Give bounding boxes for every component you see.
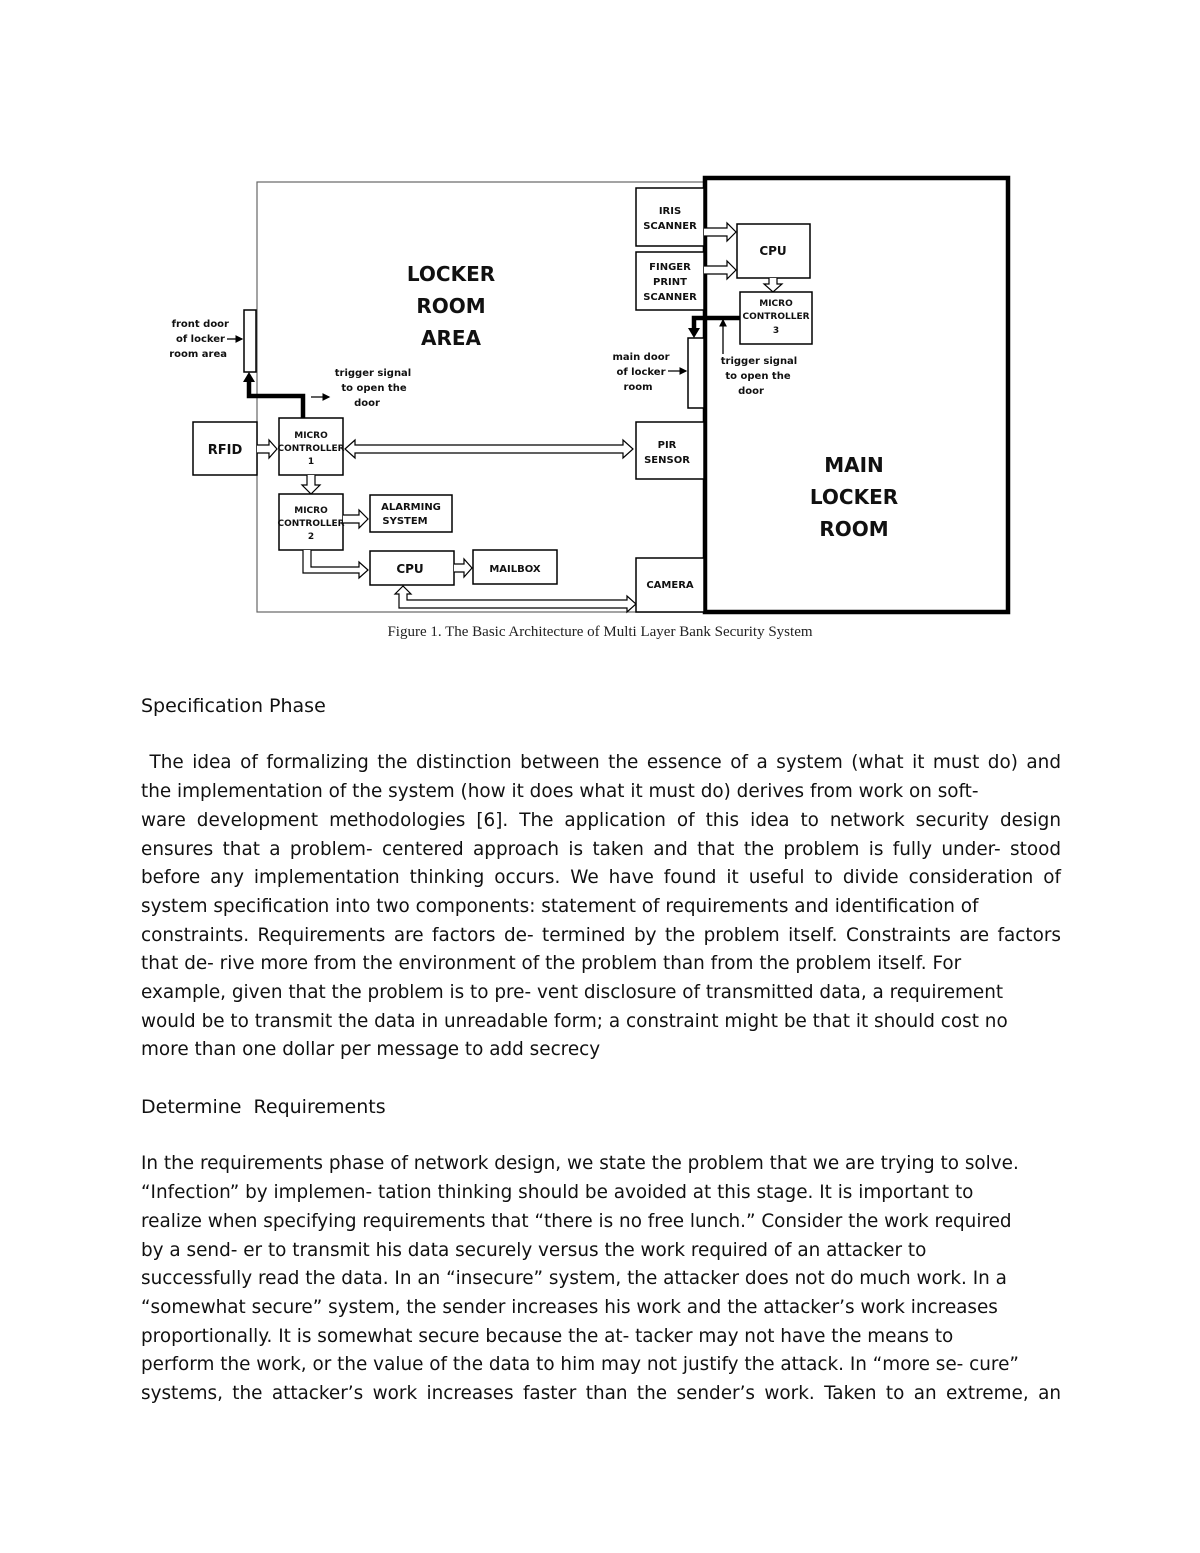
locker-room-area-title-3: AREA bbox=[421, 326, 482, 350]
paragraph-line: before any implementation thinking occur… bbox=[141, 867, 1061, 889]
trigger-signal-left-2: to open the bbox=[341, 383, 406, 394]
mc1-label-2: CONTROLLER bbox=[277, 444, 344, 454]
trigger-signal-right-3: door bbox=[738, 386, 764, 397]
paragraph-line: example, given that the problem is to pr… bbox=[141, 982, 1004, 1004]
pir-label-2: SENSOR bbox=[644, 455, 690, 466]
trigger-signal-right-1: trigger signal bbox=[721, 356, 797, 367]
rfid-to-mc1-arrow bbox=[257, 438, 278, 460]
camera-label: CAMERA bbox=[646, 580, 694, 591]
fingerprint-scanner-box bbox=[635, 251, 705, 311]
mc1-pir-double-arrow bbox=[344, 438, 634, 460]
paragraph-line: would be to transmit the data in unreada… bbox=[141, 1010, 1008, 1032]
mc3-label-3: 3 bbox=[773, 326, 779, 336]
main-locker-room-title-2: LOCKER bbox=[810, 485, 898, 509]
cpu-to-mailbox-arrow bbox=[454, 557, 473, 579]
mc1-to-front-door-line bbox=[246, 380, 306, 418]
microcontroller-2-box bbox=[278, 493, 344, 551]
architecture-figure: LOCKER ROOM AREA MAIN LOCKER ROOM front … bbox=[141, 168, 1059, 660]
mc1-label-3: 1 bbox=[308, 457, 314, 467]
paragraph-line: ensures that a problem- centered approac… bbox=[141, 838, 1061, 860]
paragraph-line: perform the work, or the value of the da… bbox=[141, 1354, 1019, 1376]
cpu-to-mc3-arrow bbox=[762, 278, 784, 293]
paragraph-line: The idea of formalizing the distinction … bbox=[141, 752, 1062, 774]
alarming-system-box bbox=[369, 494, 453, 533]
paragraph-line: proportionally. It is somewhat secure be… bbox=[141, 1325, 954, 1347]
specification-phase-section: Specification Phase The idea of formaliz… bbox=[141, 692, 1061, 1065]
paragraph-line: constraints. Requirements are factors de… bbox=[141, 924, 1061, 946]
trigger-signal-left-3: door bbox=[354, 398, 380, 409]
paragraph-line: system specification into two components… bbox=[141, 895, 979, 917]
paragraph-line: ware development methodologies [6]. The … bbox=[141, 809, 1061, 831]
paragraph-line: “Infection” by implemen- tation thinking… bbox=[141, 1182, 974, 1204]
pir-sensor-box bbox=[635, 421, 705, 480]
paragraph-line: that de- rive more from the environment … bbox=[141, 953, 962, 975]
section-heading: Specification Phase bbox=[141, 695, 326, 717]
main-locker-room-title-1: MAIN bbox=[824, 453, 884, 477]
finger-label-1: FINGER bbox=[649, 262, 691, 273]
mc2-label-2: CONTROLLER bbox=[277, 519, 344, 529]
main-door-label-1: main door bbox=[612, 352, 669, 363]
main-door-label-2: of locker bbox=[616, 367, 665, 378]
paragraph-line: realize when specifying requirements tha… bbox=[141, 1210, 1012, 1232]
alarming-label-1: ALARMING bbox=[381, 502, 441, 513]
mc3-label-1: MICRO bbox=[759, 299, 793, 309]
mc1-label-1: MICRO bbox=[294, 431, 328, 441]
cpu-top-label: CPU bbox=[759, 244, 786, 258]
finger-to-cpu-arrow bbox=[704, 259, 737, 281]
rfid-box bbox=[192, 421, 258, 476]
cpu-bottom-label: CPU bbox=[396, 562, 423, 576]
paragraph-line: In the requirements phase of network des… bbox=[141, 1153, 1019, 1175]
main-locker-room-boundary bbox=[702, 175, 1011, 615]
paragraph-line: systems, the attacker’s work increases f… bbox=[141, 1383, 1061, 1405]
camera-box bbox=[635, 557, 705, 613]
figure-caption: Figure 1. The Basic Architecture of Mult… bbox=[387, 624, 813, 640]
cpu-top-box bbox=[736, 223, 811, 279]
iris-to-cpu-arrow bbox=[704, 221, 737, 243]
mc3-label-2: CONTROLLER bbox=[742, 312, 809, 322]
microcontroller-1-box bbox=[278, 417, 344, 476]
front-door-arrowhead bbox=[243, 372, 255, 382]
iris-scanner-box bbox=[635, 187, 705, 247]
trigger-signal-right-2: to open the bbox=[725, 371, 790, 382]
iris-label-2: SCANNER bbox=[643, 221, 697, 232]
mc2-to-cpu-arrow bbox=[302, 550, 369, 580]
determine-requirements-section: Determine Requirements In the requiremen… bbox=[141, 1093, 1061, 1409]
mailbox-box bbox=[472, 549, 558, 585]
cpu-bottom-box bbox=[369, 550, 455, 586]
mc3-to-main-door-line bbox=[691, 315, 740, 330]
rfid-label: RFID bbox=[208, 443, 243, 458]
finger-label-3: SCANNER bbox=[643, 292, 697, 303]
paragraph-line: more than one dollar per message to add … bbox=[141, 1039, 601, 1061]
finger-label-2: PRINT bbox=[653, 277, 687, 288]
paragraph-line: “somewhat secure” system, the sender inc… bbox=[141, 1296, 998, 1318]
iris-label-1: IRIS bbox=[659, 206, 681, 217]
section-heading: Determine Requirements bbox=[141, 1096, 386, 1118]
pir-label-1: PIR bbox=[658, 440, 677, 451]
locker-room-area-title-1: LOCKER bbox=[407, 262, 495, 286]
paragraph-line: the implementation of the system (how it… bbox=[141, 781, 979, 803]
front-door-label-1: front door bbox=[172, 319, 229, 330]
mailbox-label: MAILBOX bbox=[489, 564, 541, 575]
alarming-label-2: SYSTEM bbox=[382, 516, 427, 527]
mc1-to-mc2-arrow bbox=[300, 475, 322, 495]
paragraph-line: by a send- er to transmit his data secur… bbox=[141, 1239, 927, 1261]
front-door-label-3: room area bbox=[169, 349, 227, 360]
main-door-label-3: room bbox=[623, 382, 652, 393]
front-door-label-2: of locker bbox=[176, 334, 225, 345]
mc2-label-1: MICRO bbox=[294, 506, 328, 516]
mc2-to-alarming-arrow bbox=[343, 508, 369, 530]
main-door bbox=[687, 337, 705, 409]
main-door-arrowhead bbox=[688, 328, 700, 338]
mc2-label-3: 2 bbox=[308, 532, 314, 542]
camera-cpu-arrow bbox=[393, 585, 637, 614]
trigger-signal-left-1: trigger signal bbox=[335, 368, 411, 379]
locker-room-area-title-2: ROOM bbox=[416, 294, 485, 318]
paragraph-line: successfully read the data. In an “insec… bbox=[141, 1268, 1007, 1290]
architecture-diagram: LOCKER ROOM AREA MAIN LOCKER ROOM front … bbox=[169, 175, 1011, 615]
main-locker-room-title-3: ROOM bbox=[819, 517, 888, 541]
front-door bbox=[243, 309, 257, 373]
